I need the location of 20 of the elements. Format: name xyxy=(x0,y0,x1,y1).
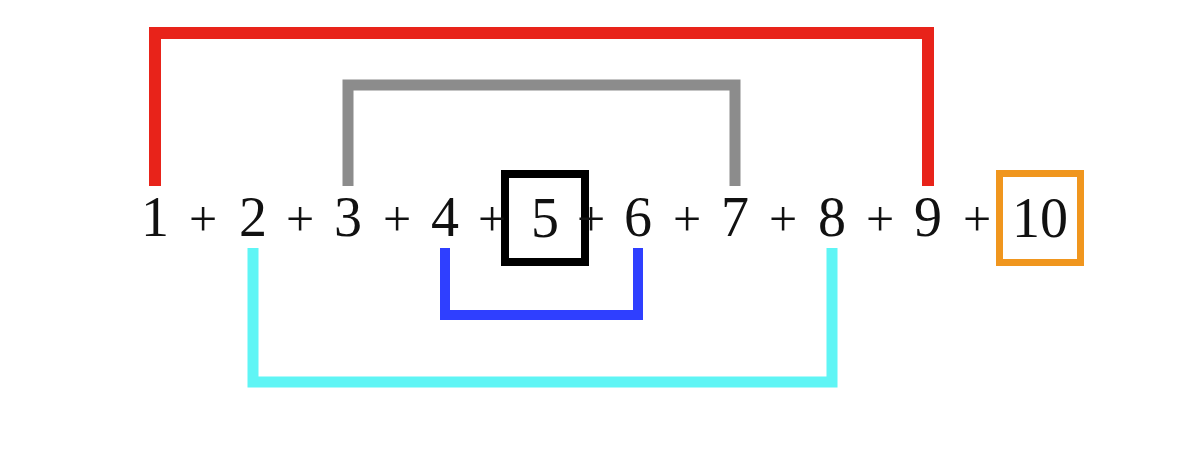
boxed-number: 10 xyxy=(996,170,1084,266)
number: 2 xyxy=(228,186,278,248)
plus-sign: + xyxy=(673,190,702,249)
number: 3 xyxy=(323,186,373,248)
plus-sign: + xyxy=(286,190,315,249)
bracket-connector xyxy=(149,27,934,186)
bracket-connector xyxy=(342,79,741,186)
plus-sign: + xyxy=(769,190,798,249)
plus-sign: + xyxy=(383,190,412,249)
number: 7 xyxy=(710,186,760,248)
number: 9 xyxy=(903,186,953,248)
number: 1 xyxy=(130,186,180,248)
plus-sign: + xyxy=(189,190,218,249)
number: 6 xyxy=(613,186,663,248)
bracket-connector xyxy=(247,248,838,388)
number: 8 xyxy=(807,186,857,248)
plus-sign: + xyxy=(963,190,992,249)
plus-sign: + xyxy=(866,190,895,249)
bracket-connector xyxy=(440,248,643,320)
number: 4 xyxy=(420,186,470,248)
